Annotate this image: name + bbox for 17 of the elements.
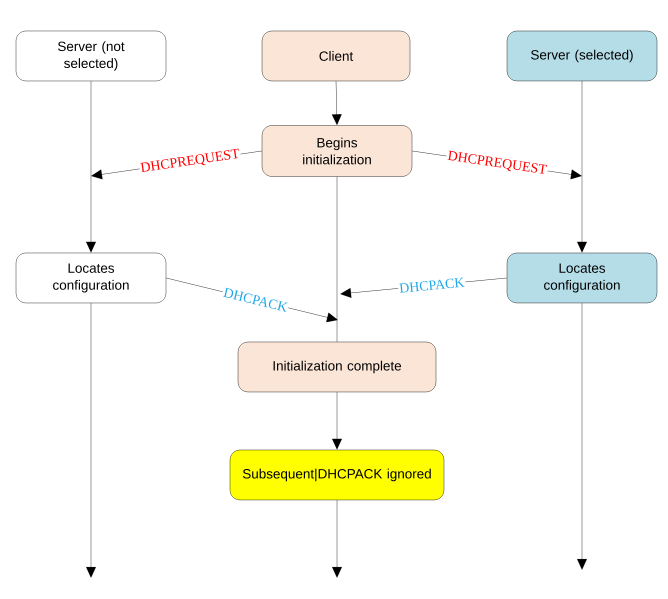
process-box: Server (selected) xyxy=(506,30,658,82)
process-box: Server (not selected) xyxy=(16,30,166,82)
arrow xyxy=(332,392,342,450)
process-box: Locates configuration xyxy=(16,252,166,304)
arrow xyxy=(577,80,587,252)
process-box: Subsequent|DHCPACK ignored xyxy=(230,450,444,500)
arrow xyxy=(332,500,342,578)
arrow xyxy=(86,80,96,252)
process-box: Locates configuration xyxy=(506,252,658,304)
arrow xyxy=(332,80,342,125)
edge-label: DHCPREQUEST xyxy=(446,149,549,178)
arrow xyxy=(86,302,96,578)
arrow xyxy=(577,302,587,570)
process-box: Client xyxy=(262,30,410,82)
process-box: Initialization complete xyxy=(238,342,436,392)
edge-label: DHCPACK xyxy=(398,276,466,294)
process-box: Begins initialization xyxy=(262,125,412,177)
